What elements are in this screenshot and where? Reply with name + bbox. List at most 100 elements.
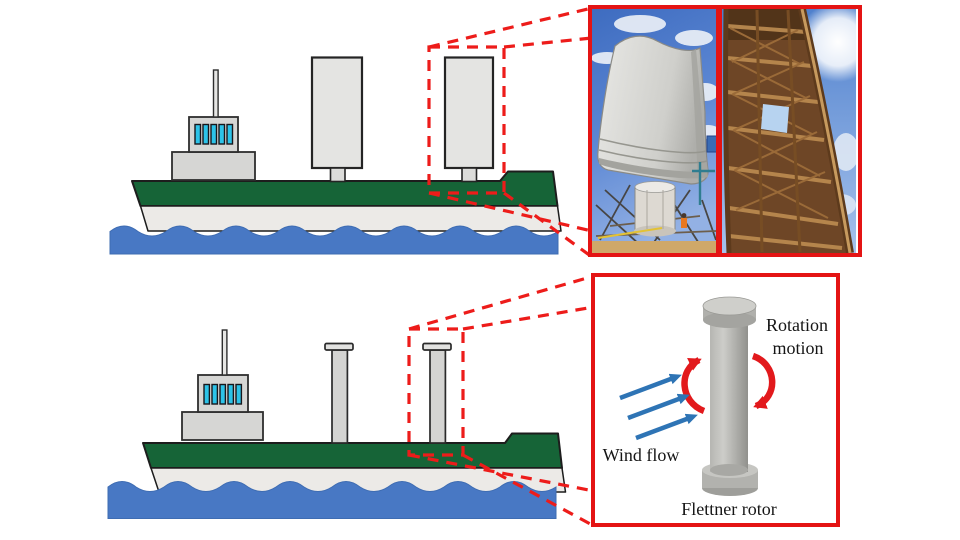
sky-opening <box>761 104 789 133</box>
bottom-ship-bridge-windows <box>203 383 243 405</box>
top-zoom-annotation <box>427 6 593 259</box>
diagonal-brace <box>732 129 821 177</box>
rotor-column <box>429 349 447 444</box>
worker-head <box>681 213 687 218</box>
wing-sail-exterior-photo <box>592 9 718 253</box>
rotation-arrows <box>681 352 776 415</box>
cloud <box>675 30 713 46</box>
rotation-arc-left <box>681 357 706 415</box>
top-zoom-line <box>428 191 593 233</box>
window-icon <box>235 383 243 405</box>
rotation-arc-right <box>751 352 776 410</box>
wind-arrow <box>619 374 677 401</box>
wing-sail-frame-interior-photo <box>720 9 856 253</box>
wing-sail-1-pedestal <box>329 167 346 183</box>
rotor-cap-bottom-curve <box>703 312 756 328</box>
flettner-rotor-caption: Flettner rotor <box>681 499 776 519</box>
left-rail <box>723 9 732 253</box>
bottom-zoom-box <box>407 327 465 457</box>
top-zoom-line <box>503 36 593 49</box>
wind-flow-arrows <box>619 373 698 441</box>
wind-arrow <box>635 414 693 441</box>
window-icon <box>226 123 234 145</box>
right-rail-highlight <box>800 9 852 253</box>
window-icon <box>210 123 218 145</box>
wing-sail-photos-inset <box>588 5 862 257</box>
rotor-cap-top <box>702 296 757 316</box>
sail-base-pedestal <box>634 181 676 237</box>
beam <box>728 206 839 226</box>
rotor-end-plate <box>422 342 452 351</box>
window-icon <box>211 383 219 405</box>
truss-top-shadow <box>724 9 806 40</box>
rotor-3d-illustration <box>702 296 758 496</box>
scaffold-line <box>701 199 717 241</box>
worker-figure <box>681 213 687 228</box>
wind-arrow-head <box>676 393 690 405</box>
bottom-zoom-line <box>462 305 595 331</box>
truss-chord <box>786 9 802 253</box>
pedestal-top <box>634 181 676 193</box>
window-icon <box>218 123 226 145</box>
rotor-column-body <box>710 314 748 472</box>
wing-sail-2-pedestal <box>461 167 478 183</box>
top-ship-bridge-windows <box>194 123 234 145</box>
window-icon <box>219 383 227 405</box>
wind-arrow-head <box>684 413 698 425</box>
bottom-ship-mast <box>221 329 228 376</box>
caution-tape <box>597 227 663 239</box>
bottom-zoom-line <box>408 274 595 331</box>
pedestal-foot <box>634 225 676 237</box>
beam <box>726 24 807 34</box>
shipyard-ground <box>592 241 718 253</box>
bottom-ship <box>107 329 567 519</box>
diagonal-brace <box>731 29 799 63</box>
cloud <box>614 15 666 33</box>
window-icon <box>202 123 210 145</box>
truss-chord <box>755 9 764 253</box>
scaffold-line <box>599 184 631 241</box>
flettner-rotor-inset: Rotation motion Wind flow Flettner rotor <box>591 273 840 527</box>
window-icon <box>203 383 211 405</box>
photo-frame-right <box>716 5 862 257</box>
bottom-water <box>107 481 557 519</box>
wing-bottom-lip <box>599 158 708 179</box>
bottom-ship-superstructure-lower <box>181 411 264 441</box>
wind-flow-label: Wind flow <box>603 445 680 465</box>
top-ship-hull-white <box>139 205 562 232</box>
cloud <box>833 133 856 171</box>
top-water <box>109 225 559 255</box>
crane-structure <box>692 162 715 205</box>
wing-sail-2 <box>443 56 495 170</box>
top-zoom-box <box>427 45 506 195</box>
worker-vest <box>681 218 687 228</box>
wind-arrow-head <box>668 373 682 385</box>
rotor-column <box>331 349 349 444</box>
blue-sign <box>706 135 718 153</box>
rotation-motion-label-line1: Rotation <box>766 315 828 335</box>
wing-panel-line <box>599 138 707 154</box>
rotor-end-plate <box>324 342 354 351</box>
rotor-column-top-curve <box>710 464 748 476</box>
beam <box>726 90 819 104</box>
bottom-zoom-annotation <box>407 274 595 528</box>
wind-arrow <box>627 394 685 421</box>
window-icon <box>227 383 235 405</box>
bottom-zoom-line <box>462 453 595 528</box>
flettner-rotor-1 <box>324 342 354 444</box>
wing-sail-1 <box>310 56 364 170</box>
window-icon <box>194 123 202 145</box>
beam <box>727 126 825 142</box>
flettner-rotor-2 <box>422 342 452 444</box>
top-zoom-line <box>428 6 593 49</box>
bottom-zoom-line <box>408 453 595 493</box>
diagonal-brace <box>733 169 829 219</box>
rotation-motion-label-line2: motion <box>772 338 823 358</box>
pedestal-body <box>634 186 676 232</box>
diagonal-brace <box>734 131 818 171</box>
wing-sail-right-shade <box>691 49 708 182</box>
diagonal-brace <box>735 171 826 211</box>
top-ship-mast <box>212 69 219 118</box>
